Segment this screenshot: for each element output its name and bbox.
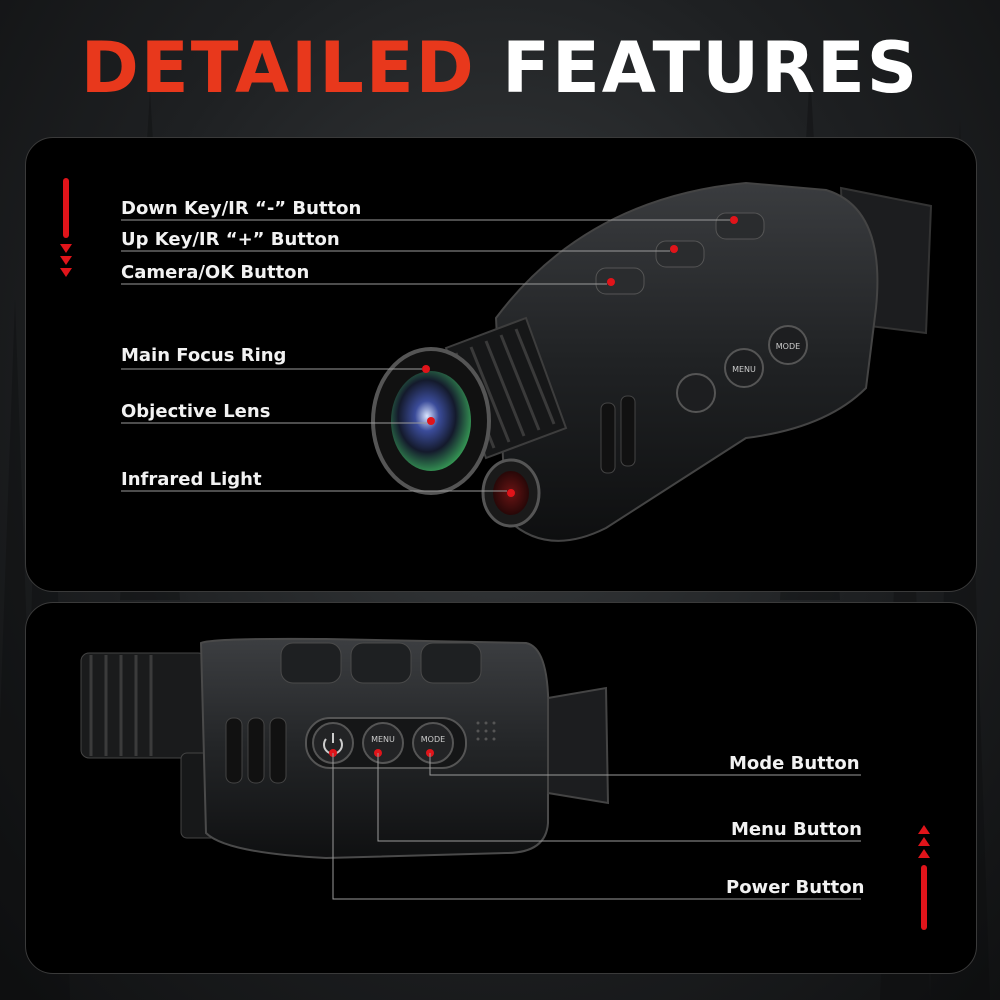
label-camera-ok: Camera/OK Button: [121, 262, 310, 283]
label-objective-lens: Objective Lens: [121, 401, 271, 422]
device-menu-text: MENU: [732, 365, 756, 374]
device-mode-text-side: MODE: [421, 735, 445, 744]
label-infrared-light: Infrared Light: [121, 469, 262, 490]
title-part-white: FEATURES: [502, 27, 920, 109]
bottom-feature-panel: MENU MODE Mode Button Menu Button Power …: [25, 602, 977, 974]
label-focus-ring: Main Focus Ring: [121, 345, 287, 366]
label-down-key: Down Key/IR “-” Button: [121, 198, 362, 219]
top-feature-panel: MENU MODE: [25, 137, 977, 592]
device-menu-text-side: MENU: [371, 735, 395, 744]
label-menu-button: Menu Button: [731, 819, 862, 840]
label-up-key: Up Key/IR “+” Button: [121, 229, 340, 250]
title-part-red: DETAILED: [80, 27, 476, 109]
label-power-button: Power Button: [726, 877, 865, 898]
device-mode-text: MODE: [776, 342, 800, 351]
up-arrow-indicator-icon: [918, 825, 930, 930]
page-title: DETAILED FEATURES: [0, 28, 1000, 108]
down-arrow-indicator-icon: [60, 178, 72, 277]
label-mode-button: Mode Button: [729, 753, 860, 774]
monocular-side-illustration: MENU MODE: [80, 637, 861, 900]
monocular-angled-illustration: MENU MODE: [121, 181, 933, 542]
